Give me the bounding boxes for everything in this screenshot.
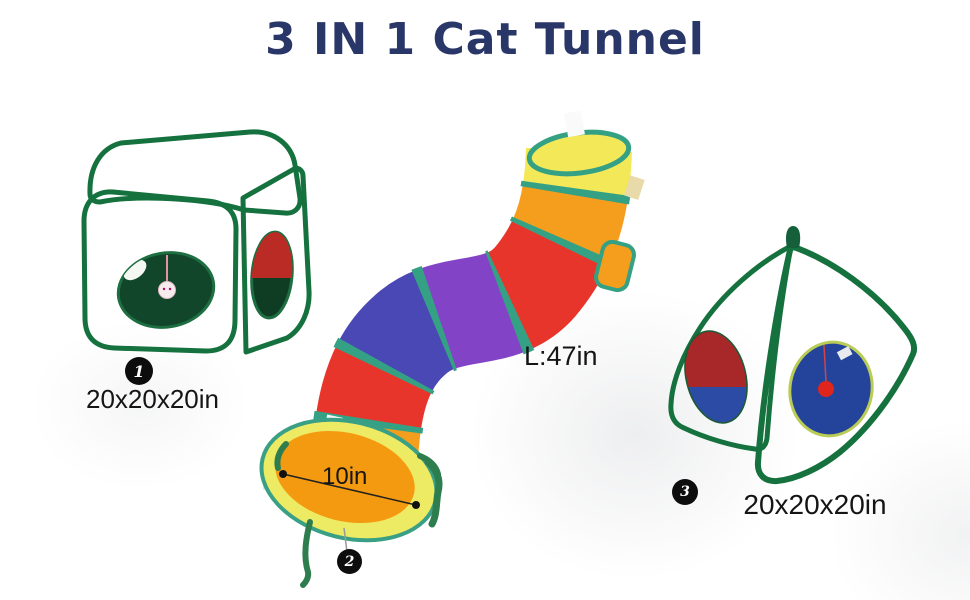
cube-top-face [87,129,303,216]
tent-product [668,226,918,485]
tunnel-product [259,110,645,588]
cube-size-label: 20x20x20in [86,384,219,414]
tunnel-opening-face [275,430,415,524]
toy-ball [158,281,176,299]
hang-tag [564,110,585,138]
tent-ball [818,381,834,397]
tunnel-diameter-label: 10in [322,463,368,490]
page-title: 3 IN 1 Cat Tunnel [265,14,705,65]
tent-apex-tab [785,226,801,248]
tunnel-string [343,527,348,553]
tent-left-panel [668,243,794,452]
tent-ball-string [823,344,827,383]
toy-ball-eye [162,287,166,291]
tunnel-band-purple [311,147,632,491]
tent-size-label: 20x20x20in [743,489,887,520]
tunnel-peek-window [594,239,636,293]
tunnel-strap [417,453,441,477]
hang-tag [623,175,645,200]
hang-tag [836,346,853,361]
tunnel-band-orange [311,147,632,491]
cube-front-face [81,189,239,354]
tunnel-number-badge: 2 [337,549,362,574]
tent-left-hole-blue [680,387,755,429]
tent-number-badge: 3 [672,479,698,505]
tunnel-strap [274,441,289,471]
tunnel-length-label: L:47in [524,341,598,371]
tent-front-panel [754,243,918,485]
tent-left-hole-red [680,325,755,387]
cube-top-highlight [103,150,247,186]
toy-ball-eye [168,287,172,291]
diameter-measure-line [279,470,420,509]
cube-product [81,129,312,355]
tunnel-strap [300,519,313,588]
cube-number-badge: 1 [125,357,153,385]
tunnel-band-red-lower [311,147,632,491]
